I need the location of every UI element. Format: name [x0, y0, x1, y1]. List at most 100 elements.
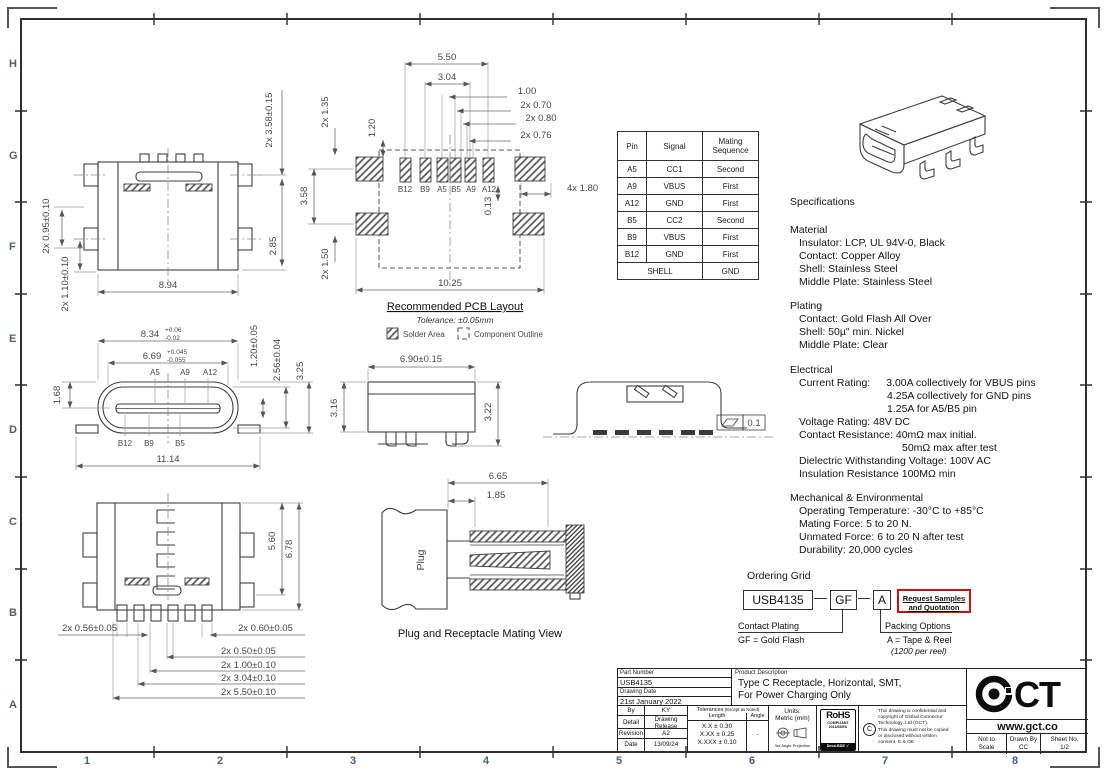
dim-1-20-005: 1.20±0.05 [249, 325, 260, 367]
pin-cell: B5 [617, 211, 647, 229]
spec-line: Insulation Resistance 100MΩ min [799, 468, 956, 480]
pin-callout-b5: B5 [175, 439, 185, 448]
side-profile-art [543, 381, 775, 438]
signal-cell: GND [646, 245, 703, 263]
pcb-layout-view: 5.50 3.04 1.00 2x 0.70 2x 0.80 2x 0.76 1… [299, 52, 598, 340]
side-view: 6.90±0.15 3.16 3.22 [329, 354, 502, 447]
drawn-by-label: Drawn By [1009, 736, 1038, 743]
pin-table-header: Pin [617, 131, 647, 161]
side-profile-view: 0.1 [543, 381, 775, 438]
flatness-callout: 0.1 [716, 414, 766, 431]
revision-value: A2 [644, 729, 687, 739]
dim-2x-1-35: 2x 1.35 [320, 96, 331, 127]
isometric-view [858, 95, 987, 180]
rohs-line2: COMPLIANT [827, 721, 849, 725]
signal-cell: VBUS [646, 177, 703, 195]
zone-number: 2 [217, 755, 224, 767]
spec-line: Operating Temperature: -30°C to +85°C [799, 505, 984, 517]
part-number-label: Part Number [620, 670, 655, 676]
dim-6-90: 6.90±0.15 [400, 354, 442, 365]
spec-line: 50mΩ max after test [902, 442, 997, 454]
pad-label: B5 [451, 185, 461, 194]
copyright-line: This drawing must not be copied [878, 727, 949, 733]
flatness-symbol-icon [721, 418, 739, 427]
gct-website: www.gct.co [967, 719, 1088, 733]
side-view-dims: 6.90±0.15 3.16 3.22 [329, 354, 502, 447]
front-view-pin-callouts: A5 A9 A12 B12 B9 B5 [118, 368, 218, 448]
dim-5-50: 5.50 [438, 52, 457, 63]
contact-plating-underline [738, 632, 842, 633]
dim-8-34-plus: +0.06 [165, 327, 182, 334]
mechanical-section: Mechanical & Environmental Operating Tem… [790, 492, 1102, 557]
plating-section: Plating Contact: Gold Flash All Over She… [790, 300, 1102, 352]
dim-4x-1-80: 4x 1.80 [567, 183, 598, 194]
request-samples-button[interactable]: Request Samples and Quotation [897, 589, 971, 613]
front-view-dims: 8.34 +0.06 -0.02 6.69 +0.045 -0.055 1.68… [52, 325, 313, 470]
dim-3-04: 3.04 [438, 72, 457, 83]
dim-2x-3-04: 2x 3.04±0.10 [221, 673, 276, 684]
sequence-cell: First [702, 194, 759, 212]
dim-6-69-plus: +0.045 [167, 349, 187, 356]
pcb-dims: 5.50 3.04 1.00 2x 0.70 2x 0.80 2x 0.76 1… [299, 52, 598, 294]
pin-table: Pin Signal Mating Sequence A5 CC1 Second… [617, 131, 759, 280]
front-view-art [75, 373, 261, 443]
sequence-cell: Second [702, 211, 759, 229]
dim-2x-1-50: 2x 1.50 [320, 248, 331, 279]
dim-2x-0-95: 2x 0.95±0.10 [41, 199, 52, 254]
detail-label: Detail [618, 716, 644, 729]
electrical-section: Electrical Current Rating:3.00A collecti… [790, 364, 1102, 481]
isometric-art [858, 95, 987, 180]
gct-logo: CT [975, 674, 1062, 715]
pcb-title: Recommended PCB Layout [387, 301, 523, 313]
ordering-dash [814, 598, 827, 599]
spec-line: Contact: Copper Alloy [799, 250, 901, 262]
current-rating-label: Current Rating: [799, 377, 871, 389]
pin-callout-b9: B9 [144, 439, 154, 448]
zone-number: 6 [749, 755, 756, 767]
dim-0-13: 0.13 [483, 197, 494, 216]
product-description-line1: Type C Receptacle, Horizontal, SMT, [738, 678, 902, 689]
pin-row: B9 VBUS First [617, 228, 759, 246]
dim-2-85: 2.85 [268, 237, 279, 256]
detail-value: Drawing Release [644, 716, 687, 729]
spec-line: Middle Plate: Stainless Steel [799, 276, 933, 288]
ordering-part-number: USB4135 [743, 590, 813, 610]
zone-letter: H [9, 58, 17, 70]
dim-1-00: 1.00 [518, 86, 537, 97]
front-view: 8.34 +0.06 -0.02 6.69 +0.045 -0.055 1.68… [52, 325, 313, 470]
spec-line: 4.25A collectively for GND pins [887, 390, 1032, 402]
spec-line: Dielectric Withstanding Voltage: 100V AC [799, 455, 992, 467]
dim-1-85: 1.85 [487, 490, 506, 501]
pin-cell: A5 [617, 160, 647, 178]
copyright-line: consent. E & OE [878, 740, 915, 746]
dim-2-56: 2.56±0.04 [272, 339, 283, 381]
shell-cell: SHELL [617, 262, 703, 280]
pad-label: B9 [420, 185, 430, 194]
zone-number: 4 [483, 755, 490, 767]
zone-ticks [15, 13, 1092, 758]
copyright-line: copyright of Global Connector [878, 715, 943, 721]
spec-line: Shell: Stainless Steel [799, 263, 898, 275]
copyright-line: Technology, Ltd (GCT). [878, 721, 929, 727]
packing-options-note: (1200 per reel) [891, 646, 947, 656]
zone-letter: F [9, 241, 16, 253]
tolerances-title: Tolerances [696, 707, 724, 713]
solder-area-swatch-icon [386, 327, 399, 340]
part-number-value: USB4135 [620, 678, 653, 687]
by-label: By [618, 706, 644, 716]
gct-logo-ct: CT [1014, 674, 1061, 715]
shell-gnd-cell: GND [702, 262, 759, 280]
product-description-label: Product Description [735, 670, 788, 676]
contact-plating-value: GF = Gold Flash [738, 635, 805, 645]
end-view-dims: 8.94 2x 3.58±0.15 2.85 2x 0.95±0.10 2x 1… [41, 90, 286, 311]
dim-2x-5-50: 2x 5.50±0.10 [221, 687, 276, 698]
sequence-cell: First [702, 245, 759, 263]
spec-line: Insulator: LCP, UL 94V-0, Black [799, 237, 945, 249]
bottom-view: 5.60 6.78 2x 0.56±0.05 2x 0.60±0.05 2x 0… [58, 493, 305, 701]
zone-number: 1 [84, 755, 91, 767]
pcb-legend: Solder Area Component Outline [386, 327, 543, 340]
material-heading: Material [790, 224, 828, 236]
by-value: KY [644, 706, 687, 716]
